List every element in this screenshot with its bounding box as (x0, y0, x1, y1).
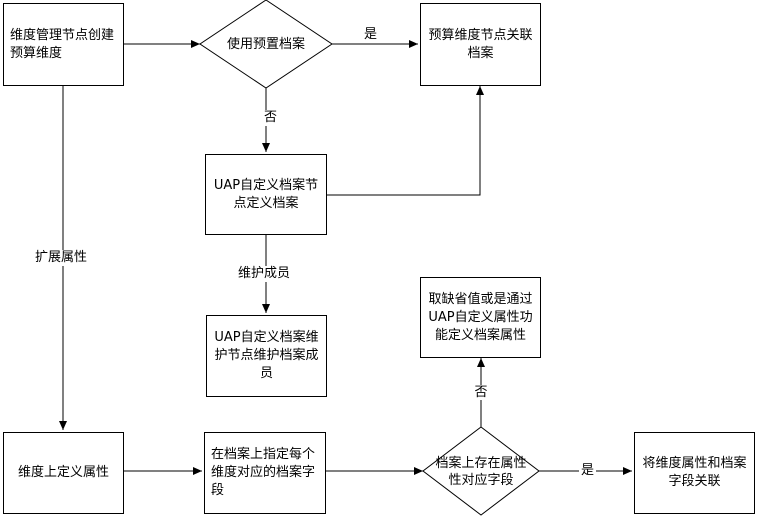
node-uap-custom-archive: UAP自定义档案节 点定义档案 (205, 154, 327, 235)
edge-label-maintain-members: 维护成员 (236, 266, 293, 282)
decision-diamond-field (422, 426, 540, 516)
node-default-or-custom-attribute: 取缺省值或是通过 UAP自定义属性功 能定义档案属性 (420, 277, 541, 358)
node-specify-archive-field: 在档案上指定每个 维度对应的档案字 段 (204, 432, 326, 514)
node-uap-maintain-members: UAP自定义档案维 护节点维护档案成 员 (206, 315, 327, 397)
edge-label-no-preset: 否 (262, 110, 280, 126)
edge-label-extend-attributes: 扩展属性 (33, 250, 90, 266)
edge-uap-to-link (327, 86, 484, 196)
decision-use-preset-archive-text: 使用预置档案 (226, 36, 305, 52)
node-define-dimension-attribute: 维度上定义属性 (3, 432, 124, 514)
decision-diamond-preset (199, 0, 333, 89)
edge-label-yes-bottom: 是 (579, 463, 597, 479)
node-create-budget-dimension: 维度管理节点创建 预算维度 (3, 3, 124, 86)
node-link-budget-dimension-archive: 预算维度节点关联 档案 (420, 3, 541, 86)
edge-label-no-field: 否 (473, 385, 489, 400)
decision-archive-has-field-text: 档案上存在属性 性对应字段 (435, 456, 527, 488)
edge-label-yes-top: 是 (362, 27, 380, 43)
node-link-attribute-field: 将维度属性和档案 字段关联 (634, 432, 755, 514)
